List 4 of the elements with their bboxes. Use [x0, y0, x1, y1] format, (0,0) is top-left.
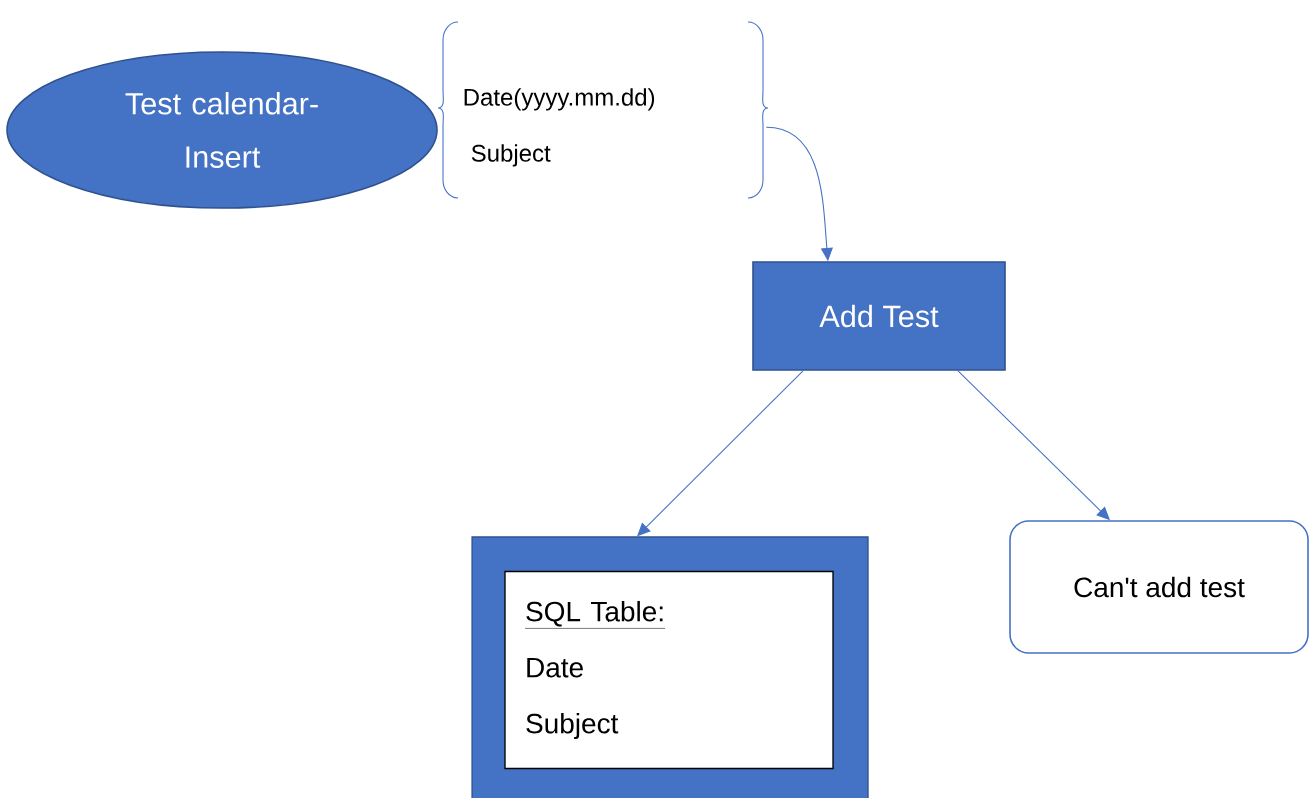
result-box: Can't add test	[1009, 520, 1309, 654]
bracketed-list: Date(yyyy.mm.dd) Subject	[437, 21, 769, 199]
table-box: SQL Table: Date Subject	[504, 570, 834, 770]
process-box: Add Test	[752, 261, 1006, 371]
